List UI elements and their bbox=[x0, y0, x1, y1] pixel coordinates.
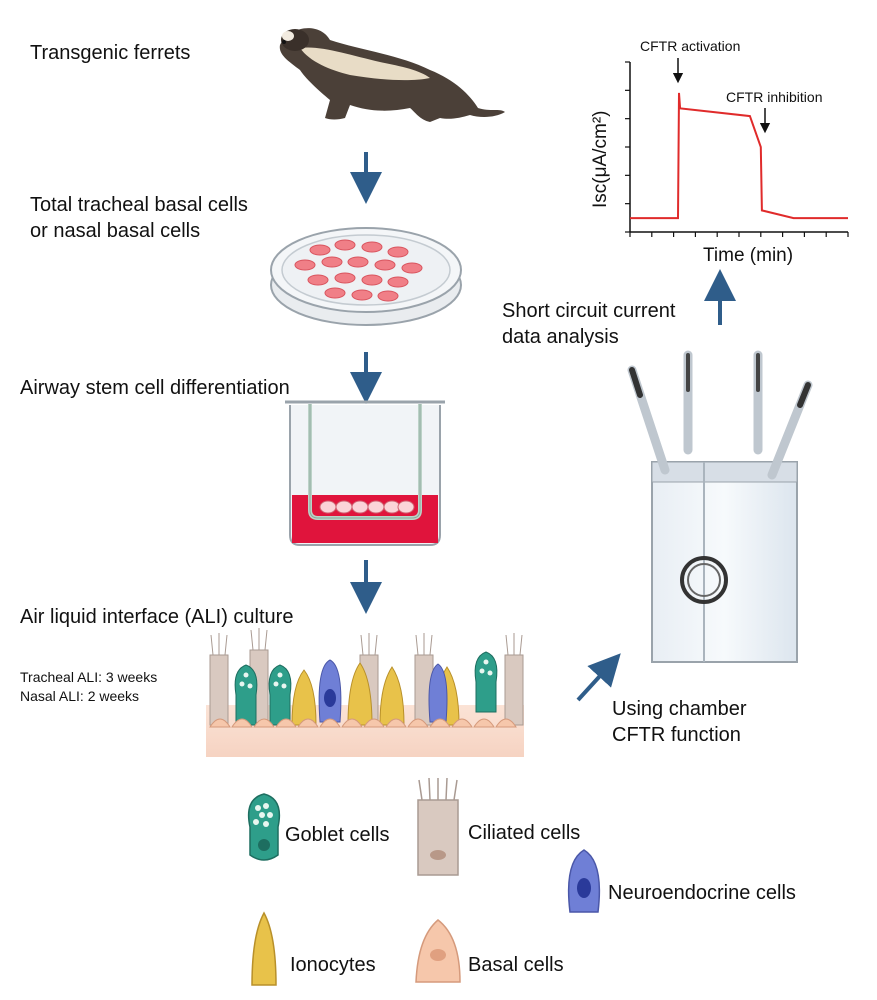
ali-duration-label: Tracheal ALI: 3 weeks Nasal ALI: 2 weeks bbox=[20, 668, 157, 706]
ferrets-label: Transgenic ferrets bbox=[30, 42, 191, 64]
basal-cells-label: Total tracheal basal cells or nasal basa… bbox=[30, 192, 248, 244]
basal-cells-line1: Total tracheal basal cells bbox=[30, 194, 248, 216]
goblet-cell-icon bbox=[247, 793, 281, 861]
legend-ionocytes-label: Ionocytes bbox=[290, 954, 376, 976]
legend-neuroendocrine-label: Neuroendocrine cells bbox=[608, 882, 796, 904]
ali-label: Air liquid interface (ALI) culture bbox=[20, 606, 294, 628]
ionocyte-icon bbox=[251, 911, 277, 986]
nasal-ali-text: Nasal ALI: 2 weeks bbox=[20, 688, 140, 704]
annotation-inhibition: CFTR inhibition bbox=[726, 89, 823, 105]
ali-epithelium bbox=[206, 628, 524, 757]
basal-cells-line2: or nasal basal cells bbox=[30, 220, 201, 242]
isc-trace bbox=[630, 92, 848, 220]
x-ticks bbox=[629, 232, 849, 237]
analysis-label: Short circuit current data analysis bbox=[502, 298, 675, 350]
petri-dish bbox=[270, 227, 462, 326]
ferret-illustration bbox=[279, 28, 505, 123]
analysis-line1: Short circuit current bbox=[502, 300, 676, 322]
neuroendocrine-cell-icon bbox=[567, 849, 601, 913]
ussing-chamber bbox=[627, 350, 813, 663]
flow-arrow-to-chamber bbox=[576, 653, 621, 702]
y-ticks bbox=[625, 61, 630, 233]
basal-cell-icon bbox=[415, 919, 461, 983]
y-axis-label: Isc(μA/cm²) bbox=[590, 110, 611, 209]
transwell-insert bbox=[285, 400, 445, 546]
legend-ciliated-label: Ciliated cells bbox=[468, 822, 581, 844]
differentiation-label: Airway stem cell differentiation bbox=[20, 377, 290, 399]
x-axis-label: Time (min) bbox=[703, 245, 794, 266]
isc-chart bbox=[625, 58, 849, 237]
legend-basal-label: Basal cells bbox=[468, 954, 564, 976]
ussing-line1: Using chamber bbox=[612, 698, 747, 720]
analysis-line2: data analysis bbox=[502, 326, 619, 348]
tracheal-ali-text: Tracheal ALI: 3 weeks bbox=[20, 669, 158, 685]
legend-goblet-label: Goblet cells bbox=[285, 824, 390, 846]
ussing-label: Using chamber CFTR function bbox=[612, 696, 747, 748]
ciliated-cell-icon bbox=[417, 777, 459, 876]
ussing-line2: CFTR function bbox=[612, 724, 741, 746]
annotation-activation: CFTR activation bbox=[640, 38, 741, 54]
